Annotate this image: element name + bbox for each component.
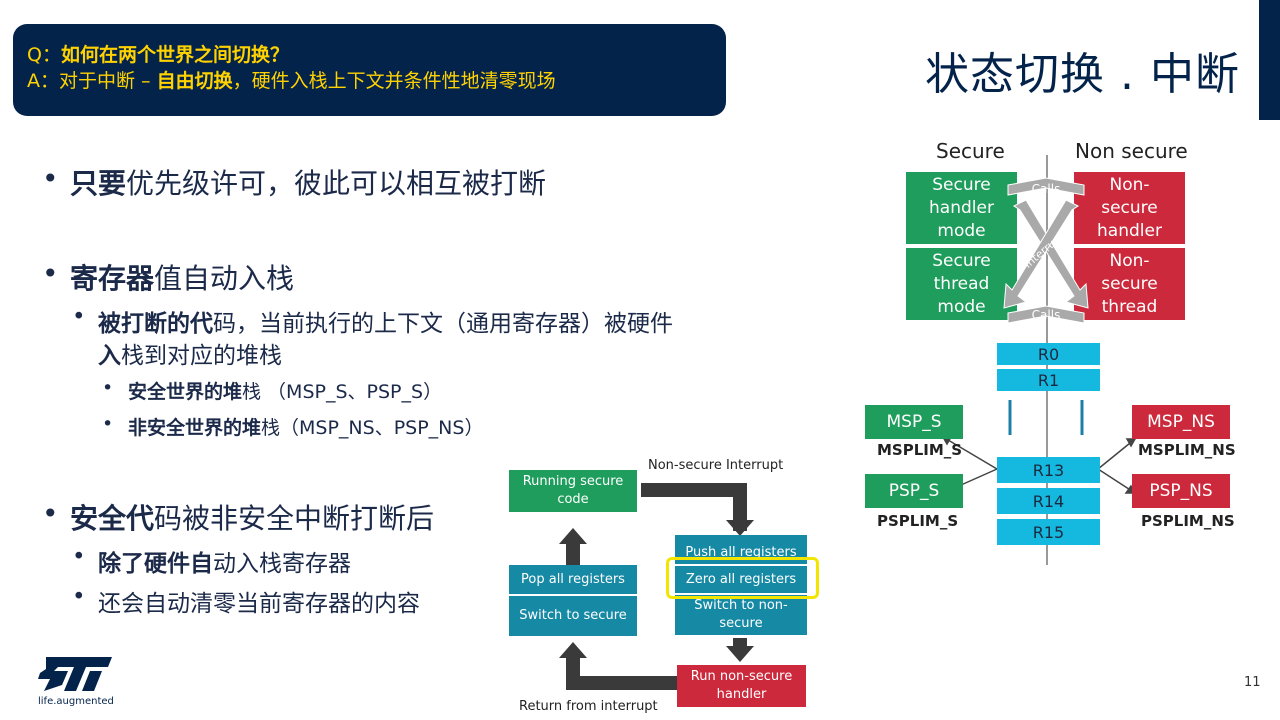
secure-handler-label: Secure handler mode	[929, 174, 994, 241]
bullet-priority: • 只要优先级许可，彼此可以相互被打断	[42, 162, 547, 202]
flow-push-all-label: Push all registers	[685, 545, 797, 560]
page-number: 11	[1244, 675, 1261, 690]
bullet-dot: •	[42, 257, 59, 290]
nonsecure-thread-mode: Non-secure thread	[1074, 248, 1185, 320]
psplim-ns-label: PSPLIM_NS	[1141, 512, 1235, 530]
qa-banner: Q：如何在两个世界之间切换？ A：对于中断 – 自由切换，硬件入栈上下文并条件性…	[13, 24, 726, 116]
flow-run-handler-label: Run non-secure handler	[690, 669, 793, 702]
bullet-interrupted-code-line2: 入栈到对应的堆栈	[98, 336, 282, 370]
flow-run-handler: Run non-secure handler	[677, 665, 806, 707]
flow-return-label: Return from interrupt	[519, 699, 658, 714]
bullet-dot: •	[72, 544, 86, 570]
register-r1: R1	[997, 369, 1100, 391]
bullet-text: 码被非安全中断打断后	[154, 502, 435, 535]
msp-s-box: MSP_S	[865, 405, 963, 439]
answer-line: A：对于中断 – 自由切换，硬件入栈上下文并条件性地清零现场	[27, 68, 726, 94]
bullet-bold: 被打断的代	[98, 311, 213, 337]
flow-arrow-top	[641, 483, 746, 497]
flow-running-secure: Running secure code	[509, 470, 637, 512]
register-r14: R14	[997, 488, 1100, 514]
flow-switch-nonsecure: Switch to non-secure	[675, 595, 807, 635]
bullet-text: 值自动入栈	[154, 262, 295, 295]
flow-zero-all: Zero all registers	[675, 566, 807, 593]
flow-arrow-down	[726, 646, 754, 662]
flow-arrow-up	[559, 528, 587, 544]
register-r15: R15	[997, 519, 1100, 545]
psp-s-box: PSP_S	[865, 474, 963, 508]
bullet-text: 栈到对应的堆栈	[121, 343, 282, 369]
register-r0: R0	[997, 343, 1100, 365]
zero-all-highlight	[666, 557, 819, 599]
flow-pop-all-label: Pop all registers	[521, 571, 625, 587]
bullet-bold: 安全代	[70, 502, 155, 535]
bullet-clear-registers: • 还会自动清零当前寄存器的内容	[72, 584, 420, 618]
msp-ns-box: MSP_NS	[1132, 405, 1230, 439]
bullet-text: 码，当前执行的上下文（通用寄存器）被硬件	[213, 311, 673, 337]
logo-tagline: life.augmented	[38, 696, 114, 707]
question-text: 如何在两个世界之间切换？	[60, 44, 289, 66]
bullet-dot: •	[102, 413, 114, 435]
bullet-bold: 非安全世界的堆	[128, 417, 262, 439]
bullet-text: 还会自动清零当前寄存器的内容	[98, 591, 420, 617]
bullet-registers: • 寄存器值自动入栈	[42, 257, 295, 297]
bullet-dot: •	[72, 584, 86, 610]
secure-header: Secure	[936, 139, 1005, 163]
bullet-text: 优先级许可，彼此可以相互被打断	[126, 167, 547, 200]
slide-title: 状态切换 . 中断	[925, 49, 1240, 100]
psp-ns-box: PSP_NS	[1132, 474, 1230, 508]
bullet-secure-stack: • 安全世界的堆栈 （MSP_S、PSP_S）	[102, 377, 443, 404]
secure-thread-mode: Secure thread mode	[906, 248, 1017, 320]
register-r13: R13	[997, 457, 1100, 483]
psplim-s-label: PSPLIM_S	[877, 512, 959, 530]
flow-nonsecure-interrupt-label: Non-secure Interrupt	[648, 458, 784, 473]
calls-top-label: Calls	[1031, 182, 1061, 196]
interrupts-cross-arrows	[1003, 177, 1089, 324]
question-line: Q：如何在两个世界之间切换？	[27, 42, 726, 68]
st-logo	[38, 657, 112, 691]
nonsecure-handler-label: Non-secure handler	[1097, 174, 1162, 241]
flow-running-secure-label: Running secure code	[522, 474, 624, 507]
bullet-bold: 入	[98, 343, 121, 369]
bullet-dot: •	[42, 162, 59, 195]
nonsecure-handler-mode: Non-secure handler	[1074, 172, 1185, 244]
bullet-bold: 除了硬件自	[98, 551, 213, 577]
flow-switch-nonsecure-label: Switch to non-secure	[694, 598, 788, 631]
bullet-text: 栈（MSP_NS、PSP_NS）	[261, 417, 484, 439]
flow-arrow-bottom	[567, 676, 677, 690]
calls-bottom-label: Calls	[1031, 308, 1061, 322]
bullet-dot: •	[42, 497, 59, 530]
bullet-bold: 安全世界的堆	[128, 381, 243, 403]
question-prefix: Q：	[27, 44, 61, 66]
msplim-ns-label: MSPLIM_NS	[1138, 441, 1236, 459]
flow-pop-all: Pop all registers	[509, 565, 637, 594]
bullet-secure-code: • 安全代码被非安全中断打断后	[42, 497, 435, 537]
bullet-nonsecure-stack: • 非安全世界的堆栈（MSP_NS、PSP_NS）	[102, 413, 484, 440]
flow-arrows	[559, 483, 754, 690]
bullet-text: 动入栈寄存器	[213, 551, 351, 577]
bullet-hw-stack: • 除了硬件自动入栈寄存器	[72, 544, 351, 578]
bullet-bold: 寄存器	[70, 262, 155, 295]
flow-switch-secure-label: Switch to secure	[519, 608, 627, 623]
bullet-dot: •	[102, 377, 114, 399]
answer-rest: ，硬件入栈上下文并条件性地清零现场	[232, 70, 556, 92]
accent-bar	[1259, 0, 1280, 120]
nonsecure-header: Non secure	[1075, 139, 1188, 163]
secure-thread-label: Secure thread mode	[932, 250, 991, 317]
flow-zero-all-label: Zero all registers	[685, 571, 797, 587]
bullet-interrupted-code: • 被打断的代码，当前执行的上下文（通用寄存器）被硬件	[72, 304, 673, 338]
flow-switch-secure: Switch to secure	[509, 596, 637, 636]
answer-prefix: A：对于中断 –	[27, 70, 157, 92]
nonsecure-thread-label: Non-secure thread	[1101, 250, 1158, 317]
bullet-dot: •	[72, 304, 86, 330]
bullet-bold: 只要	[70, 167, 127, 200]
secure-handler-mode: Secure handler mode	[906, 172, 1017, 244]
msplim-s-label: MSPLIM_S	[877, 441, 963, 459]
answer-bold: 自由切换	[156, 70, 233, 92]
bullet-text: 栈 （MSP_S、PSP_S）	[242, 381, 443, 403]
